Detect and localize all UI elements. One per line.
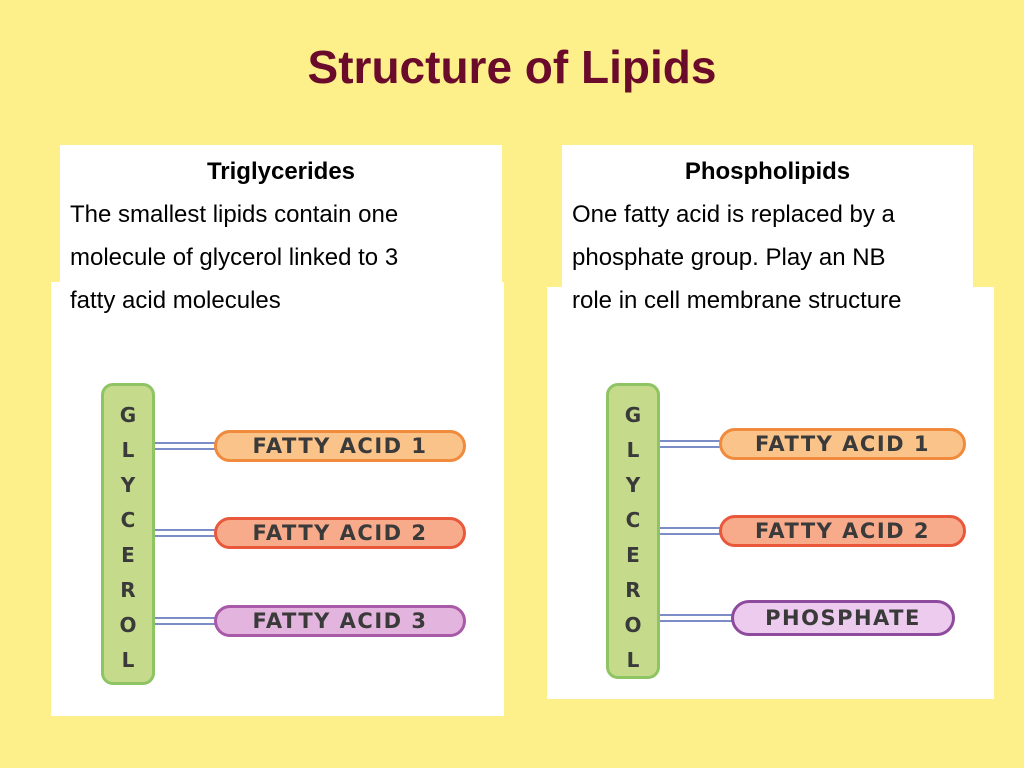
glycerol-letter: C	[625, 508, 641, 532]
triglycerides-text: Triglycerides The smallest lipids contai…	[70, 150, 492, 322]
glycerol-letter: Y	[120, 473, 136, 497]
glycerol-letter: L	[626, 438, 640, 462]
glycerol-bar: G L Y C E R O L	[606, 383, 660, 679]
phospholipids-text: Phospholipids One fatty acid is replaced…	[572, 150, 972, 322]
page-title: Structure of Lipids	[307, 41, 717, 93]
triglycerides-line-1: The smallest lipids contain one	[70, 201, 399, 228]
glycerol-letter: L	[626, 648, 640, 672]
bond-line	[660, 614, 734, 622]
phospholipids-line-3: role in cell membrane structure	[572, 287, 902, 314]
glycerol-letter: O	[624, 613, 642, 637]
glycerol-letter: G	[624, 403, 642, 427]
glycerol-letter: G	[119, 403, 137, 427]
fatty-acid-3: FATTY ACID 3	[214, 605, 466, 637]
triglycerides-line-2: molecule of glycerol linked to 3	[70, 244, 399, 271]
bond-line	[155, 617, 217, 625]
glycerol-letter: L	[121, 648, 135, 672]
phospholipids-line-1: One fatty acid is replaced by a	[572, 201, 895, 228]
triglycerides-heading: Triglycerides	[206, 158, 356, 185]
bond-line	[155, 529, 217, 537]
bond-line	[660, 440, 722, 448]
glycerol-bar: G L Y C E R O L	[101, 383, 155, 685]
bond-line	[155, 442, 217, 450]
glycerol-letter: O	[119, 613, 137, 637]
phospholipids-line-2: phosphate group. Play an NB	[572, 244, 886, 271]
phospholipids-panel-top	[562, 145, 973, 290]
fatty-acid-2: FATTY ACID 2	[719, 515, 966, 547]
glycerol-letter: L	[121, 438, 135, 462]
glycerol-letter: C	[120, 508, 136, 532]
triglycerides-panel-top	[60, 145, 502, 285]
fatty-acid-2: FATTY ACID 2	[214, 517, 466, 549]
bond-line	[660, 527, 722, 535]
fatty-acid-1: FATTY ACID 1	[214, 430, 466, 462]
glycerol-letter: Y	[625, 473, 641, 497]
glycerol-letter: E	[626, 543, 640, 567]
phosphate-group: PHOSPHATE	[731, 600, 955, 636]
triglycerides-line-3: fatty acid molecules	[70, 287, 281, 314]
fatty-acid-1: FATTY ACID 1	[719, 428, 966, 460]
glycerol-letter: E	[121, 543, 135, 567]
glycerol-letter: R	[625, 578, 641, 602]
glycerol-letter: R	[120, 578, 136, 602]
phospholipids-heading: Phospholipids	[684, 158, 851, 185]
